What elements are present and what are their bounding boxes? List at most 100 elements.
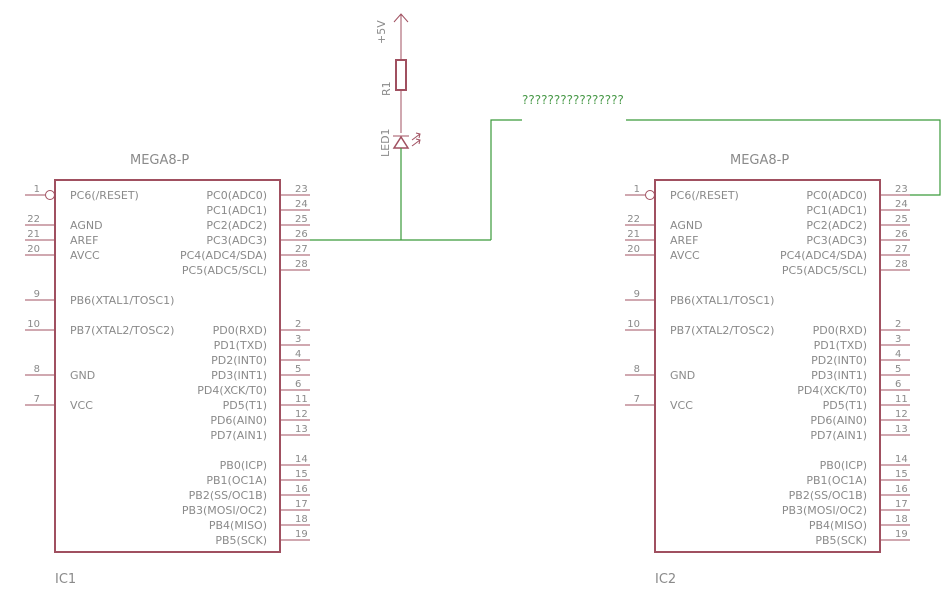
pin-number: 21	[27, 229, 40, 240]
wire-net-right	[626, 119, 941, 196]
pin-label: PB6(XTAL1/TOSC1)	[670, 294, 774, 307]
pin-number: 12	[295, 409, 308, 420]
pin-number: 17	[295, 499, 308, 510]
pin-number: 8	[34, 364, 40, 375]
led-led1[interactable]: LED1	[379, 128, 421, 157]
pin-label: PB0(ICP)	[820, 459, 867, 472]
pin-number: 18	[895, 514, 908, 525]
pin-label: PD6(AIN0)	[210, 414, 267, 427]
led-label: LED1	[379, 128, 392, 157]
pin-label: PC0(ADC0)	[206, 189, 267, 202]
pin-label: PD7(AIN1)	[810, 429, 867, 442]
pin-26[interactable]: 26 PC3(ADC3)	[806, 229, 910, 247]
pin-label: AREF	[70, 234, 98, 247]
pin-1[interactable]: 1 PC6(/RESET)	[625, 184, 739, 202]
pin-number: 26	[895, 229, 908, 240]
pin-label: PD6(AIN0)	[810, 414, 867, 427]
pin-18[interactable]: 18 PB4(MISO)	[809, 514, 910, 532]
pin-label: PC1(ADC1)	[206, 204, 267, 217]
pin-label: PC6(/RESET)	[670, 189, 739, 202]
resistor-r1[interactable]: R1	[380, 59, 407, 133]
pin-label: PC3(ADC3)	[806, 234, 867, 247]
power-symbol-5v[interactable]: +5V	[375, 13, 409, 60]
power-label: +5V	[375, 20, 388, 44]
pin-label: AVCC	[670, 249, 700, 262]
pin-12[interactable]: 12 PD6(AIN0)	[210, 409, 310, 427]
pin-number: 22	[27, 214, 40, 225]
pin-label: GND	[70, 369, 95, 382]
pin-number: 19	[295, 529, 308, 540]
pin-number: 7	[634, 394, 640, 405]
pin-number: 13	[895, 424, 908, 435]
pin-label: PB4(MISO)	[809, 519, 867, 532]
pin-number: 10	[27, 319, 40, 330]
pin-13[interactable]: 13 PD7(AIN1)	[810, 424, 910, 442]
pin-number: 1	[634, 184, 640, 195]
pin-21[interactable]: 21 AREF	[25, 229, 98, 247]
led-diode-icon	[392, 135, 410, 149]
pin-number: 26	[295, 229, 308, 240]
pin-number: 2	[295, 319, 301, 330]
pin-number: 28	[295, 259, 308, 270]
pin-number: 11	[295, 394, 308, 405]
pin-label: PC0(ADC0)	[806, 189, 867, 202]
pin-number: 22	[627, 214, 640, 225]
pin-number: 27	[295, 244, 308, 255]
pin-label: PD4(XCK/T0)	[797, 384, 867, 397]
pin-number: 4	[295, 349, 301, 360]
pin-label: AVCC	[70, 249, 100, 262]
pin-8[interactable]: 8 GND	[25, 364, 95, 382]
